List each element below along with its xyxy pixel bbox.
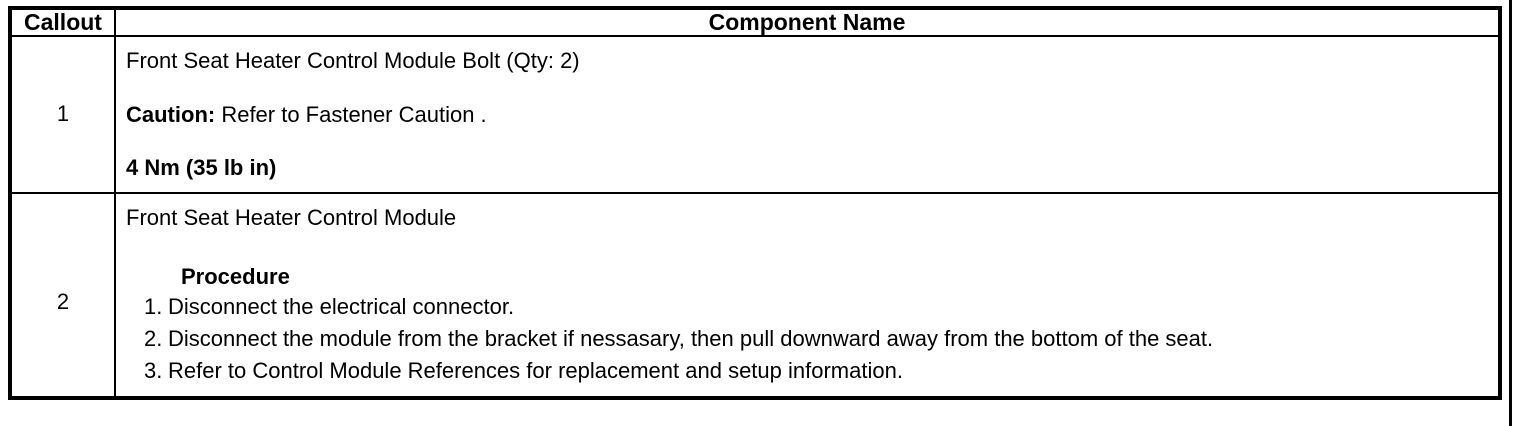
table-header: Callout Component Name	[9, 6, 1501, 38]
callout-number: 2	[56, 288, 70, 314]
column-header-component-name: Component Name	[114, 6, 1501, 38]
list-item: 2. Disconnect the module from the bracke…	[126, 323, 1488, 355]
caution-note: Caution: Refer to Fastener Caution .	[126, 101, 1488, 129]
procedure-step-list: 1. Disconnect the electrical connector. …	[126, 291, 1488, 387]
component-name-cell: Front Seat Heater Control Module Bolt (Q…	[114, 35, 1501, 194]
list-item: 1. Disconnect the electrical connector.	[126, 291, 1488, 323]
step-marker: 3.	[144, 357, 163, 383]
callout-number: 1	[56, 101, 70, 127]
component-callout-table: Callout Component Name 1 Front Seat Heat…	[8, 6, 1502, 401]
page-edge-rule	[1509, 0, 1512, 426]
step-text: Disconnect the module from the bracket i…	[168, 325, 1214, 351]
table-row: 2 Front Seat Heater Control Module Proce…	[9, 191, 1501, 400]
callout-cell: 2	[9, 191, 116, 400]
procedure-heading: Procedure	[181, 264, 290, 290]
step-text: Disconnect the electrical connector.	[168, 293, 515, 319]
torque-spec: 4 Nm (35 lb in)	[126, 155, 277, 181]
caution-text: Refer to Fastener Caution .	[215, 101, 487, 127]
component-title: Front Seat Heater Control Module	[126, 204, 457, 230]
table-body: 1 Front Seat Heater Control Module Bolt …	[9, 35, 1501, 400]
callout-cell: 1	[9, 35, 116, 194]
list-item: 3. Refer to Control Module References fo…	[126, 355, 1488, 387]
step-marker: 2.	[144, 325, 163, 351]
column-header-callout: Callout	[9, 6, 116, 38]
component-name-cell: Front Seat Heater Control Module Procedu…	[114, 191, 1501, 400]
caution-label: Caution:	[126, 101, 216, 127]
step-text: Refer to Control Module References for r…	[168, 357, 903, 383]
component-title: Front Seat Heater Control Module Bolt (Q…	[126, 48, 580, 74]
table-header-row: Callout Component Name	[9, 6, 1501, 38]
table-row: 1 Front Seat Heater Control Module Bolt …	[9, 35, 1501, 194]
step-marker: 1.	[144, 293, 163, 319]
